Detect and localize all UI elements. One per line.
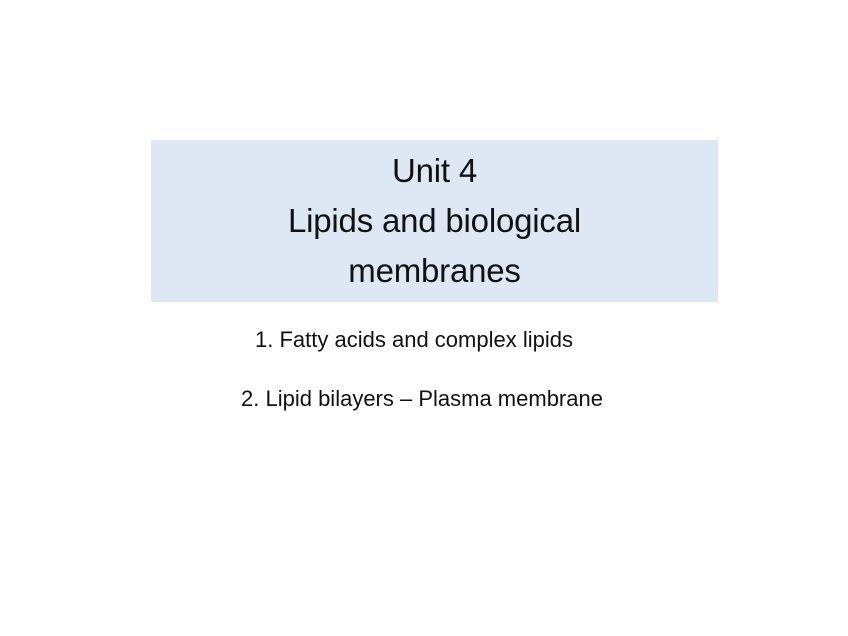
title-topic-line-2: membranes xyxy=(348,252,521,289)
title-unit: Unit 4 xyxy=(391,152,477,189)
list-item-fatty-acids: 1. Fatty acids and complex lipids xyxy=(255,327,573,352)
title-box: Unit 4 Lipids and biological membranes xyxy=(151,140,718,302)
list-item-lipid-bilayers: 2. Lipid bilayers – Plasma membrane xyxy=(241,386,603,411)
title-topic-line-1: Lipids and biological xyxy=(287,202,581,239)
